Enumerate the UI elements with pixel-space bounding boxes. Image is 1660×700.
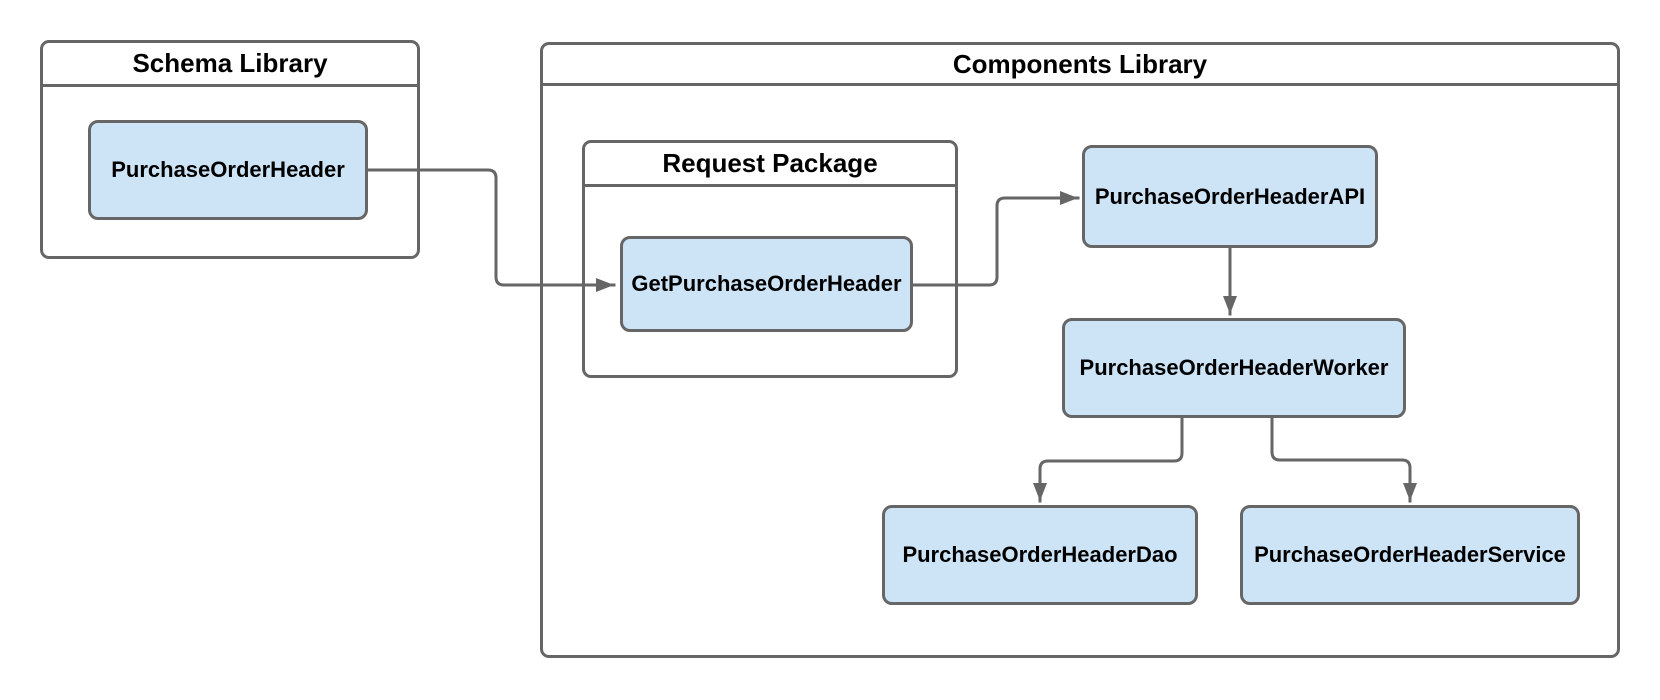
edge-header-to-get-header[interactable] xyxy=(366,168,616,292)
container-components-library[interactable]: Components Library xyxy=(540,42,1620,658)
node-purchase-order-header-service-label: PurchaseOrderHeaderService xyxy=(1254,542,1566,567)
edge-get-header-to-api[interactable] xyxy=(911,191,1080,287)
node-purchase-order-header-dao-label: PurchaseOrderHeaderDao xyxy=(902,542,1178,567)
node-purchase-order-header-api-label: PurchaseOrderHeaderAPI xyxy=(1094,183,1366,209)
edge-worker-to-dao[interactable] xyxy=(1033,416,1184,503)
node-purchase-order-header-service[interactable]: PurchaseOrderHeaderService xyxy=(1240,505,1580,605)
container-schema-library[interactable]: Schema Library xyxy=(40,40,420,259)
components-library-title: Components Library xyxy=(952,48,1208,79)
schema-library-title: Schema Library xyxy=(132,48,328,78)
edge-worker-to-service[interactable] xyxy=(1270,416,1417,503)
node-get-purchase-order-header-label: GetPurchaseOrderHeader xyxy=(631,271,902,296)
node-purchase-order-header-dao[interactable]: PurchaseOrderHeaderDao xyxy=(882,505,1198,605)
container-request-package[interactable]: Request Package xyxy=(582,140,958,378)
node-purchase-order-header-worker[interactable]: PurchaseOrderHeaderWorker xyxy=(1062,318,1406,418)
request-package-title: Request Package xyxy=(662,148,878,178)
node-purchase-order-header-worker-label: PurchaseOrderHeaderWorker xyxy=(1079,355,1389,380)
node-get-purchase-order-header[interactable]: GetPurchaseOrderHeader xyxy=(620,236,913,332)
node-purchase-order-header-api[interactable]: PurchaseOrderHeaderAPI xyxy=(1082,145,1378,248)
components-library-title-bar: Components Library xyxy=(543,45,1617,86)
request-package-title-bar: Request Package xyxy=(585,143,955,187)
node-purchase-order-header[interactable]: PurchaseOrderHeader xyxy=(88,120,368,220)
schema-library-title-bar: Schema Library xyxy=(43,43,417,87)
node-purchase-order-header-label: PurchaseOrderHeader xyxy=(111,157,345,182)
